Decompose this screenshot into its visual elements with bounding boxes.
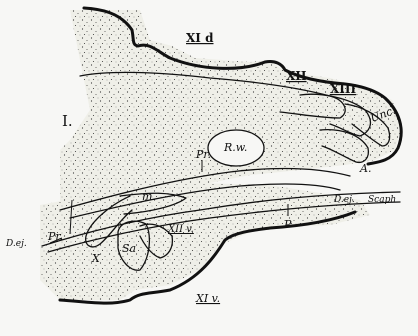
- label-i: I.: [62, 112, 73, 130]
- label-scaph: Scaph: [368, 195, 396, 205]
- label-m: m.: [142, 190, 156, 203]
- label-sa: Sa: [122, 242, 136, 255]
- label-a: A.: [359, 162, 371, 175]
- label-xi-v: XI v.: [195, 292, 220, 305]
- label-x: X: [91, 252, 101, 265]
- label-xii: XII: [286, 69, 307, 83]
- label-xiii: XIII: [330, 82, 357, 96]
- label-pr-upper: Pr.: [195, 148, 211, 161]
- label-rw: R.w.: [223, 141, 247, 154]
- label-pr-left: Pr.: [47, 230, 63, 243]
- label-xi-d: XI d: [186, 31, 214, 45]
- label-d-ej-left: D.ej.: [5, 239, 27, 249]
- label-p: P: [283, 218, 292, 231]
- label-xii-v: XII v.: [167, 224, 194, 235]
- label-d-ej-right: D.ej.: [333, 195, 355, 205]
